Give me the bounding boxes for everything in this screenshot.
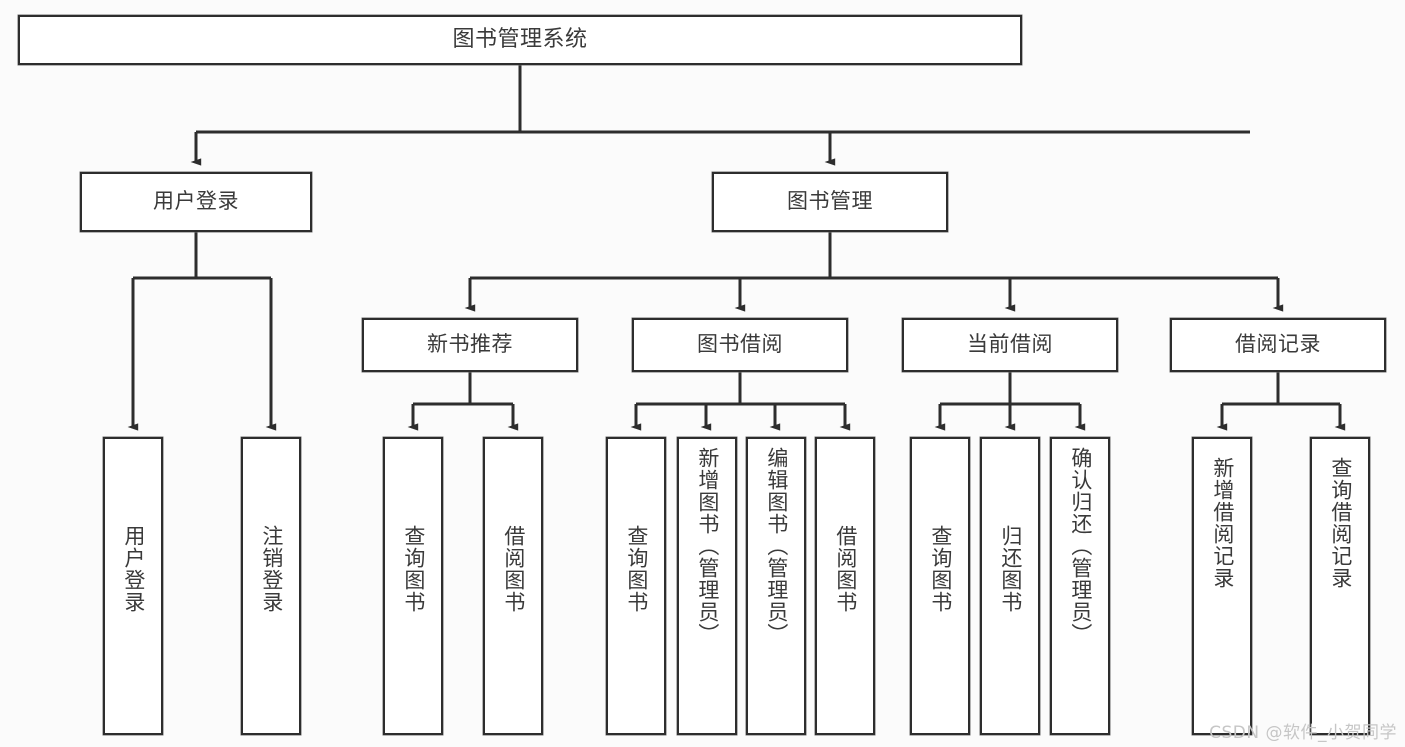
leaf-label: 注销登录 <box>259 525 284 613</box>
leaf-confirm-return-admin[interactable]: 确认归还（管理员） <box>1050 437 1110 735</box>
node-label: 借阅记录 <box>1235 332 1321 357</box>
leaf-query-book-recommend[interactable]: 查询图书 <box>383 437 443 735</box>
leaf-user-login[interactable]: 用户登录 <box>103 437 163 735</box>
leaf-label: 查询图书 <box>401 525 426 613</box>
node-new-book-recommend[interactable]: 新书推荐 <box>362 318 578 372</box>
node-book-management[interactable]: 图书管理 <box>712 172 948 232</box>
leaf-add-borrow-record[interactable]: 新增借阅记录 <box>1192 437 1252 735</box>
leaf-label: 借阅图书 <box>501 525 526 613</box>
node-label: 图书借阅 <box>697 332 783 357</box>
node-current-borrow[interactable]: 当前借阅 <box>902 318 1118 372</box>
leaf-add-book-admin[interactable]: 新增图书（管理员） <box>677 437 737 735</box>
node-root-system[interactable]: 图书管理系统 <box>18 15 1022 65</box>
leaf-label: 确认归还（管理员） <box>1068 447 1093 645</box>
leaf-label: 查询图书 <box>624 525 649 613</box>
leaf-label: 查询图书 <box>928 525 953 613</box>
leaf-edit-book-admin[interactable]: 编辑图书（管理员） <box>746 437 806 735</box>
node-label: 图书管理 <box>787 189 873 214</box>
leaf-query-borrow-record[interactable]: 查询借阅记录 <box>1310 437 1370 735</box>
node-borrow-record[interactable]: 借阅记录 <box>1170 318 1386 372</box>
node-label: 当前借阅 <box>967 332 1053 357</box>
leaf-logout[interactable]: 注销登录 <box>241 437 301 735</box>
leaf-label: 用户登录 <box>121 525 146 613</box>
node-label: 图书管理系统 <box>452 26 588 52</box>
leaf-label: 编辑图书（管理员） <box>764 447 789 645</box>
csdn-watermark: CSDN @软件_小贺同学 <box>1209 723 1397 743</box>
leaf-label: 新增图书（管理员） <box>695 447 720 645</box>
leaf-borrow-book[interactable]: 借阅图书 <box>815 437 875 735</box>
node-book-borrow[interactable]: 图书借阅 <box>632 318 848 372</box>
node-label: 用户登录 <box>153 189 239 214</box>
leaf-label: 查询借阅记录 <box>1328 457 1353 589</box>
node-user-login[interactable]: 用户登录 <box>80 172 312 232</box>
node-label: 新书推荐 <box>427 332 513 357</box>
leaf-label: 新增借阅记录 <box>1210 457 1235 589</box>
leaf-borrow-book-recommend[interactable]: 借阅图书 <box>483 437 543 735</box>
leaf-return-book[interactable]: 归还图书 <box>980 437 1040 735</box>
leaf-label: 归还图书 <box>998 525 1023 613</box>
leaf-query-book-borrow[interactable]: 查询图书 <box>606 437 666 735</box>
leaf-label: 借阅图书 <box>833 525 858 613</box>
leaf-query-book-current[interactable]: 查询图书 <box>910 437 970 735</box>
